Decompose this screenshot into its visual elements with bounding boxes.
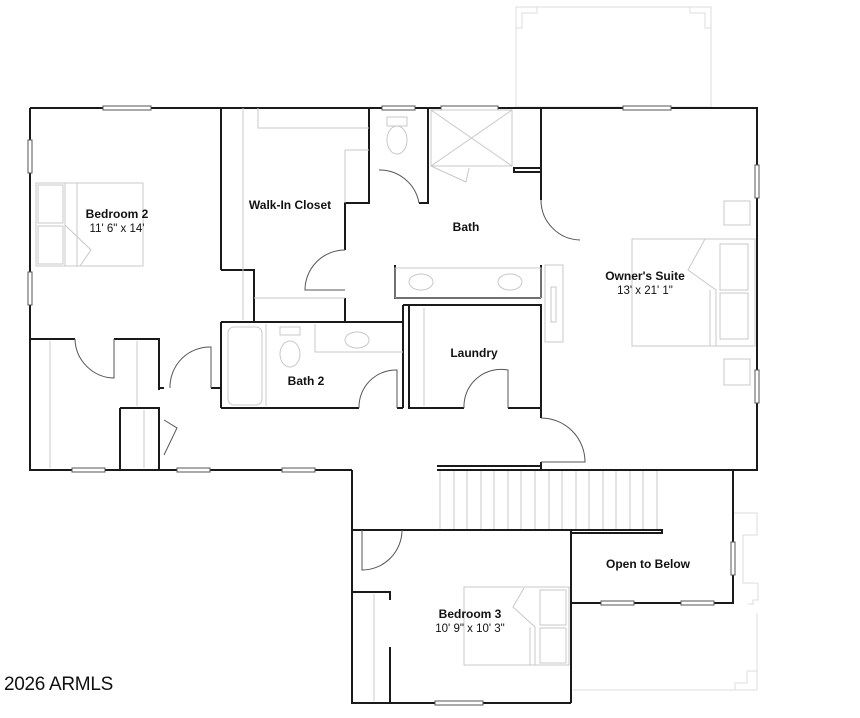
room-label-laundry: Laundry [450, 346, 497, 361]
room-label-owners-suite: Owner's Suite 13' x 21' 1" [605, 269, 685, 299]
exterior-walls [29, 107, 758, 704]
room-name: Bath [452, 220, 480, 234]
room-dimensions: 10' 9" x 10' 3" [435, 623, 505, 635]
fixtures [35, 108, 756, 701]
room-name: Bedroom 2 [85, 207, 149, 221]
doors [74, 169, 586, 571]
lower-deck-outline [573, 512, 759, 691]
copyright-watermark: 2026 ARMLS [4, 674, 113, 695]
room-label-bedroom-2: Bedroom 2 11' 6" x 14' [86, 207, 149, 237]
room-name: Owner's Suite [605, 269, 685, 283]
room-label-bath: Bath [453, 220, 480, 235]
room-name: Bedroom 3 [438, 607, 502, 621]
room-label-walk-in-closet: Walk-In Closet [249, 198, 331, 213]
interior-walls [30, 108, 663, 703]
room-label-open-to-below: Open to Below [606, 557, 690, 572]
stairs [439, 471, 658, 529]
room-name: Open to Below [606, 557, 690, 571]
room-dimensions: 11' 6" x 14' [89, 223, 145, 235]
room-name: Walk-In Closet [248, 198, 332, 212]
room-label-bedroom-3: Bedroom 3 10' 9" x 10' 3" [435, 607, 504, 637]
room-dimensions: 13' x 21' 1" [617, 285, 673, 297]
room-name: Laundry [450, 346, 498, 360]
room-name: Bath 2 [287, 374, 325, 388]
room-label-bath-2: Bath 2 [288, 374, 325, 389]
upper-deck-outline [515, 6, 712, 108]
windows [27, 105, 760, 706]
